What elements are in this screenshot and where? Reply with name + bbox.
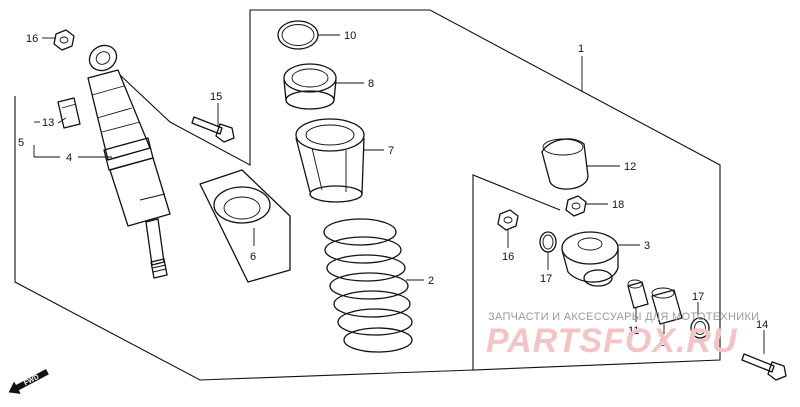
spring-guide [283, 63, 337, 110]
spring-seat [199, 169, 291, 283]
bolt-14 [741, 353, 787, 381]
watermark: ЗАПЧАСТИ И АКСЕССУАРЫ ДЛЯ МОТОТЕХНИКИ PA… [486, 311, 759, 360]
bushing [627, 279, 649, 309]
collar [651, 287, 683, 325]
fwd-label: FWD [23, 374, 40, 388]
callout-7: 7 [388, 145, 394, 157]
o-ring-left [539, 231, 557, 253]
fwd-arrow-icon [8, 369, 49, 394]
lower-mount [561, 231, 619, 287]
callout-16b: 16 [502, 251, 514, 263]
callout-18: 18 [612, 199, 624, 211]
callout-15: 15 [210, 91, 222, 103]
callout-17a: 17 [540, 273, 552, 285]
assembly-frame [14, 9, 721, 381]
callout-4: 4 [66, 152, 72, 164]
watermark-caption: ЗАПЧАСТИ И АКСЕССУАРЫ ДЛЯ МОТОТЕХНИКИ [488, 311, 759, 323]
fwd-arrow: FWD [8, 369, 49, 394]
callout-1: 1 [578, 43, 584, 55]
callouts: 16 13 5 4 15 6 10 8 7 2 1 12 18 3 16 17 … [18, 30, 768, 349]
nut-top-left [53, 29, 75, 51]
bolt-15 [191, 116, 235, 143]
shock-absorber-body [87, 44, 171, 279]
leader-lines [33, 34, 765, 354]
coil-spring [323, 218, 413, 353]
callout-8: 8 [368, 78, 374, 90]
callout-16a: 16 [26, 33, 38, 45]
callout-6: 6 [250, 251, 256, 263]
dust-cover [541, 138, 589, 190]
callout-5: 5 [18, 137, 24, 149]
o-ring-right [690, 317, 710, 339]
callout-12: 12 [624, 161, 636, 173]
nut-right [497, 209, 519, 231]
callout-9: 9 [660, 337, 666, 349]
nut-18 [565, 195, 587, 217]
callout-11: 11 [628, 325, 639, 337]
spring-retainer [295, 118, 365, 203]
callout-2: 2 [428, 275, 434, 287]
label-sticker [57, 97, 81, 129]
callout-10: 10 [344, 30, 356, 42]
watermark-brand: PARTSFOX.RU [486, 322, 738, 360]
callout-3: 3 [644, 240, 650, 252]
callout-14: 14 [756, 319, 768, 331]
callout-13: 13 [42, 117, 54, 129]
callout-17b: 17 [692, 291, 704, 303]
circlip-ring [277, 20, 319, 50]
